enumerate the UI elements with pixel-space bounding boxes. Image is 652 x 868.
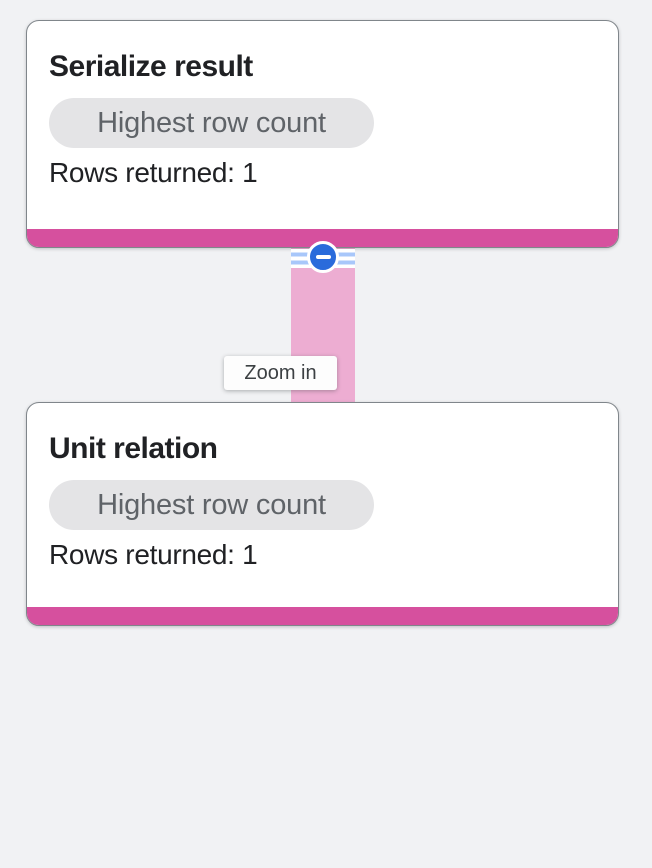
highest-row-count-badge: Highest row count <box>49 98 374 148</box>
zoom-in-tooltip: Zoom in <box>224 356 337 390</box>
node-accent-bar <box>27 229 618 247</box>
rows-returned-stat: Rows returned: 1 <box>49 539 258 570</box>
plan-node-serialize-result[interactable]: Serialize result Highest row count Rows … <box>26 20 619 248</box>
node-title: Unit relation <box>49 432 218 465</box>
node-accent-bar <box>27 607 618 625</box>
minus-icon <box>315 254 331 260</box>
collapse-edge-button[interactable] <box>307 241 339 273</box>
highest-row-count-badge: Highest row count <box>49 480 374 530</box>
plan-node-unit-relation[interactable]: Unit relation Highest row count Rows ret… <box>26 402 619 626</box>
node-title: Serialize result <box>49 50 253 83</box>
rows-returned-stat: Rows returned: 1 <box>49 157 258 188</box>
